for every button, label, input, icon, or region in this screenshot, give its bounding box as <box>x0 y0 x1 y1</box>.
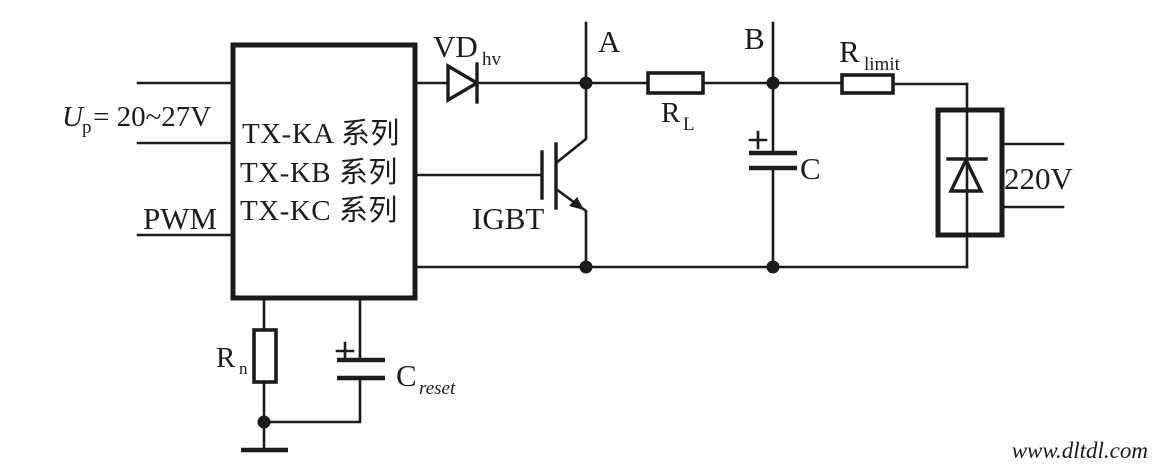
pwm-input: PWM <box>136 201 235 237</box>
bridge-diode-triangle <box>948 156 984 193</box>
diode-vdhv: VD hv <box>413 29 650 104</box>
node-b-label: B <box>744 21 765 56</box>
resistor-rlimit: R limit <box>839 34 969 95</box>
capacitor-c: C <box>748 81 821 269</box>
diode-label-main: VD <box>433 29 478 64</box>
emitter-rail-dot <box>579 260 593 274</box>
rl-label-main: R <box>661 97 681 129</box>
diode-label-sub: hv <box>482 49 502 70</box>
rlimit-label-main: R <box>839 34 860 69</box>
creset-label-sub: reset <box>419 378 456 399</box>
rn-label-sub: n <box>239 359 248 378</box>
supply-input: U p = 20~27V <box>62 81 235 145</box>
bridge-rectifier: 220V <box>935 82 1074 269</box>
creset-plus-sign <box>335 341 355 361</box>
igbt-emitter <box>554 187 588 269</box>
mains-voltage-label: 220V <box>1004 161 1074 196</box>
creset-label-main: C <box>396 358 417 393</box>
igbt-label: IGBT <box>472 201 544 236</box>
node-a-label: A <box>598 24 621 59</box>
module-outline <box>230 42 418 301</box>
creset-wire-bottom <box>262 376 362 424</box>
node-a: A <box>579 21 621 90</box>
node-b: B <box>744 21 780 90</box>
ground <box>241 415 288 453</box>
rl-label-sub: L <box>683 114 695 135</box>
module-line-2: TX-KB 系列 <box>240 156 398 189</box>
capacitor-creset: C reset <box>262 296 456 424</box>
igbt: IGBT <box>413 81 588 269</box>
bridge-outline <box>935 107 1005 238</box>
igbt-collector <box>554 81 588 165</box>
rlimit-label-sub: limit <box>864 54 901 75</box>
pwm-label: PWM <box>143 201 217 236</box>
rl-body <box>646 71 705 95</box>
resistor-rn: R n <box>216 296 278 424</box>
resistor-rl: R L <box>646 71 844 135</box>
supply-label-value: = 20~27V <box>93 101 211 133</box>
module-line-1: TX-KA 系列 <box>242 117 400 150</box>
module-line-3: TX-KC 系列 <box>240 194 398 227</box>
rn-body <box>252 328 278 384</box>
rlimit-body <box>840 73 895 95</box>
cap-c-label: C <box>800 151 821 186</box>
driver-module: TX-KA 系列 TX-KB 系列 TX-KC 系列 <box>230 42 418 301</box>
bottom-rail <box>413 260 969 274</box>
cap-c-plus-sign <box>748 130 768 150</box>
supply-label-sub: p <box>82 117 92 138</box>
rn-label-main: R <box>216 342 236 374</box>
igbt-emitter-arrow <box>569 197 584 210</box>
cap-rail-dot <box>766 260 780 274</box>
watermark: www.dltdl.com <box>1012 438 1148 463</box>
diode-triangle <box>446 63 481 103</box>
supply-label-main: U <box>62 101 85 133</box>
